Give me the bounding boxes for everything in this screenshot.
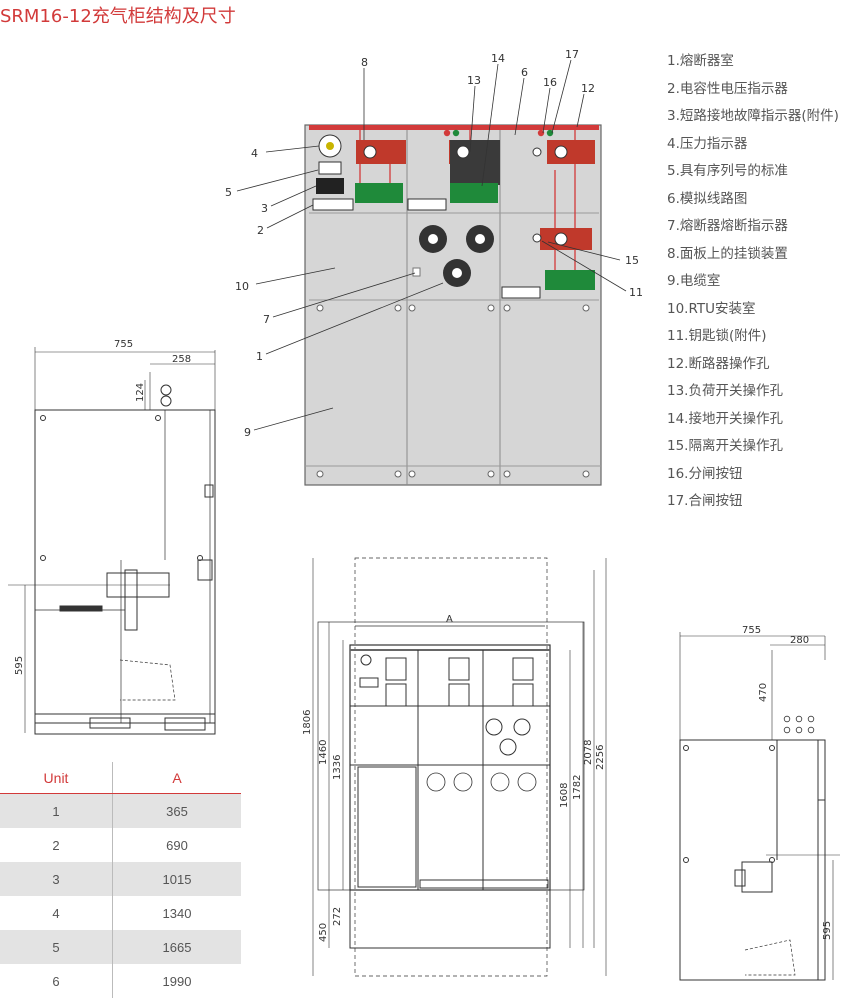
callout-16: 16 — [543, 76, 557, 89]
table-row: 3 1015 — [0, 862, 241, 896]
legend-item: 17.合闸按钮 — [667, 493, 743, 509]
earthing-indicator-box — [355, 183, 403, 203]
legend-item: 12.断路器操作孔 — [667, 355, 770, 372]
page-title: SRM16-12充气柜结构及尺寸 — [0, 6, 236, 27]
callout-6: 6 — [521, 66, 528, 79]
table-cell-unit: 6 — [0, 964, 113, 998]
legend-item: 5.具有序列号的标准 — [667, 163, 788, 179]
legend-item: 9.电缆室 — [667, 273, 721, 289]
callout-3: 3 — [261, 202, 268, 215]
table-cell-unit: 1 — [0, 793, 113, 828]
legend-item: 16.分闸按钮 — [667, 465, 743, 482]
legend-item: 2.电容性电压指示器 — [667, 80, 788, 97]
callout-11: 11 — [629, 286, 643, 299]
breaker-indicator-box — [547, 140, 595, 164]
table-cell-unit: 3 — [0, 862, 113, 896]
key-lock-icon — [532, 233, 542, 243]
callout-8: 8 — [361, 56, 368, 69]
callout-1: 1 — [256, 350, 263, 363]
table-header-row: Unit A — [0, 762, 241, 794]
legend-item: 3.短路接地故障指示器(附件) — [667, 108, 839, 124]
legend-item: 14.接地开关操作孔 — [667, 410, 783, 427]
dim-280-right: 280 — [790, 635, 809, 646]
callout-15: 15 — [625, 254, 639, 267]
table-cell-a: 1665 — [112, 930, 241, 964]
legend-item: 8.面板上的挂锁装置 — [667, 245, 788, 262]
dim-272: 272 — [332, 907, 343, 926]
unit-dimension-table: Unit A 1 365 2 690 3 1015 4 1340 5 1665 … — [0, 762, 241, 998]
legend-item: 1.熔断器室 — [667, 53, 734, 69]
table-row: 6 1990 — [0, 964, 241, 998]
dim-1806: 1806 — [302, 710, 313, 735]
callout-5: 5 — [225, 186, 232, 199]
legend-item: 13.负荷开关操作孔 — [667, 383, 783, 399]
operating-holes — [419, 225, 494, 287]
side-view-left — [8, 347, 216, 735]
open-button-icon — [443, 129, 451, 137]
table-cell-unit: 2 — [0, 828, 113, 862]
table-cell-a: 1990 — [162, 973, 192, 989]
callout-17: 17 — [565, 48, 579, 61]
legend-item: 11.钥匙锁(附件) — [667, 328, 767, 344]
dim-595-left: 595 — [14, 656, 25, 675]
legend-item: 4.压力指示器 — [667, 135, 748, 152]
dim-2078: 2078 — [583, 740, 594, 765]
component-legend: 1.熔断器室 2.电容性电压指示器 3.短路接地故障指示器(附件) 4.压力指示… — [667, 48, 839, 516]
callout-13: 13 — [467, 74, 481, 87]
table-cell-a: 365 — [112, 793, 241, 828]
dim-1336: 1336 — [332, 755, 343, 780]
table-cell-unit: 5 — [0, 930, 113, 964]
legend-item: 6.模拟线路图 — [667, 190, 748, 207]
side-view-right — [679, 632, 840, 981]
callout-12: 12 — [581, 82, 595, 95]
table-header-a: A — [112, 762, 241, 794]
callout-4: 4 — [251, 147, 258, 160]
legend-item: 15.隔离开关操作孔 — [667, 438, 783, 454]
table-cell-a: 1015 — [112, 862, 241, 896]
table-row: 5 1665 — [0, 930, 241, 964]
table-row: 4 1340 — [0, 896, 241, 930]
table-row: 2 690 — [0, 828, 241, 862]
table-cell-unit: 4 — [0, 896, 113, 930]
dim-470-right: 470 — [758, 683, 769, 702]
dim-2256: 2256 — [595, 745, 606, 770]
close-button-icon — [452, 129, 460, 137]
callout-9: 9 — [244, 426, 251, 439]
dim-1782: 1782 — [572, 775, 583, 800]
legend-item: 10.RTU安装室 — [667, 300, 756, 317]
callout-2: 2 — [257, 224, 264, 237]
dim-124-left: 124 — [135, 383, 146, 402]
dim-450: 450 — [318, 923, 329, 942]
dim-595-right: 595 — [822, 921, 833, 940]
callout-labels: 8 14 13 6 16 17 12 4 5 3 2 10 7 1 9 15 1… — [225, 48, 643, 439]
dim-A: A — [446, 614, 453, 625]
dim-755-left: 755 — [114, 339, 133, 350]
callout-14: 14 — [491, 52, 505, 65]
table-header-unit: Unit — [0, 762, 113, 794]
table-cell-a: 690 — [166, 837, 188, 853]
front-panel — [304, 124, 602, 486]
dim-755-right: 755 — [742, 625, 761, 636]
legend-item: 7.熔断器熔断指示器 — [667, 218, 788, 234]
callout-leaders — [236, 59, 627, 431]
callout-10: 10 — [235, 280, 249, 293]
front-view-dimensioned — [312, 557, 607, 977]
table-cell-a: 1340 — [162, 905, 192, 921]
table-row: 1 365 — [0, 793, 241, 828]
callout-7: 7 — [263, 313, 270, 326]
dim-1460: 1460 — [318, 740, 329, 765]
dim-1608: 1608 — [559, 783, 570, 808]
dim-258-left: 258 — [172, 354, 191, 365]
